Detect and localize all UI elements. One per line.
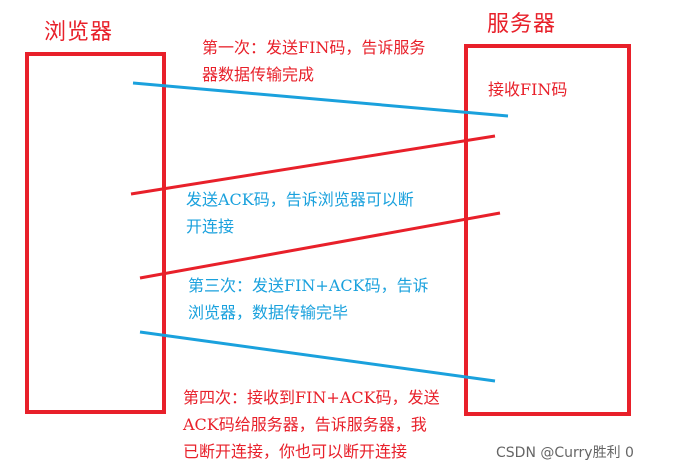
browser-box bbox=[25, 52, 166, 414]
step-2-note: 发送ACK码，告诉浏览器可以断 开连接 bbox=[186, 190, 414, 236]
line-finack-server-to-browser bbox=[139, 211, 501, 280]
line-ack-browser-to-server bbox=[139, 330, 496, 383]
browser-title: 浏览器 bbox=[44, 20, 114, 45]
server-title: 服务器 bbox=[487, 12, 557, 37]
step-3-note: 第三次：发送FIN+ACK码，告诉 浏览器，数据传输完毕 bbox=[188, 276, 429, 322]
step-4-note: 第四次：接收到FIN+ACK码，发送 ACK码给服务器，告诉服务器，我 已断开连… bbox=[183, 388, 440, 461]
step-1-receive-note: 接收FIN码 bbox=[488, 80, 568, 99]
line-fin-browser-to-server bbox=[132, 81, 509, 118]
csdn-watermark: CSDN @Curry胜利 0 bbox=[496, 445, 634, 461]
server-box bbox=[464, 44, 631, 416]
step-1-note: 第一次：发送FIN码，告诉服务 器数据传输完成 bbox=[202, 38, 426, 84]
line-ack-server-to-browser bbox=[130, 134, 496, 196]
